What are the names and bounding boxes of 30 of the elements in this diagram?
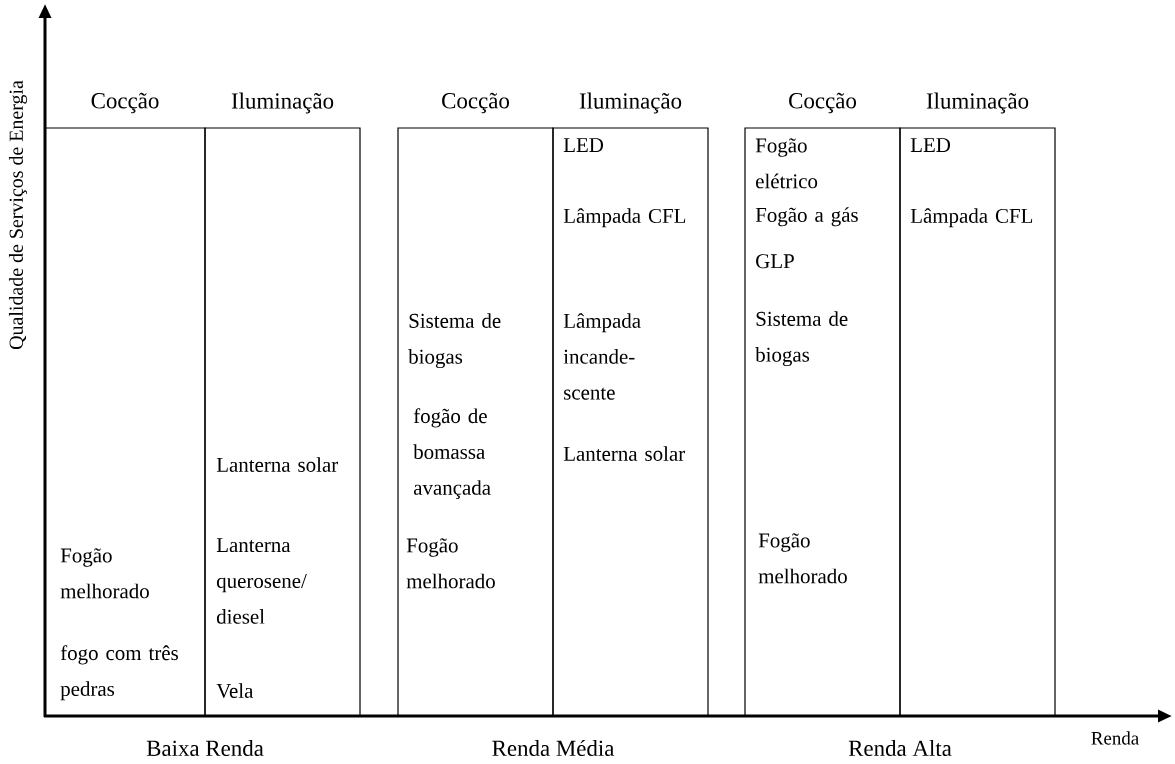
group-label: Renda Média (492, 739, 615, 757)
item-label: Fogão elétrico (755, 138, 818, 189)
column-heading: Iluminação (926, 92, 1029, 114)
axis-title: Qualidade de Serviços de Energia (8, 80, 28, 349)
axis-title: Renda (1091, 731, 1139, 745)
item-label: Lanterna solar (216, 457, 338, 472)
item-label: Fogão a gás (755, 207, 858, 227)
item-label: Sistema de biogas (408, 313, 501, 369)
group-label: Renda Alta (848, 739, 952, 757)
column-heading: Cocção (442, 92, 509, 114)
item-label: Lâmpada CFL (563, 208, 686, 228)
column-heading: Cocção (91, 92, 159, 114)
item-label: Lanterna solar (563, 446, 685, 461)
column-heading: Cocção (789, 92, 856, 114)
item-label: GLP (756, 254, 794, 269)
column-heading: Iluminação (579, 92, 682, 114)
item-label: LED (563, 138, 604, 152)
item-label: Vela (216, 683, 254, 698)
item-label: fogão de bomassa avançada (413, 408, 491, 500)
item-label: LED (910, 138, 951, 152)
item-label: Lâmpada incande- scente (563, 313, 641, 400)
group-label: Baixa Renda (146, 739, 264, 757)
item-label: fogo com três pedras (60, 645, 178, 701)
item-label: Fogão melhorado (60, 548, 149, 599)
item-label: Lanterna querosene/ diesel (216, 538, 307, 624)
item-label: Fogão melhorado (406, 538, 495, 589)
column-heading: Iluminação (231, 92, 334, 114)
item-label: Sistema de biogas (755, 311, 848, 367)
item-label: Lâmpada CFL (910, 208, 1033, 228)
item-label: Fogão melhorado (758, 533, 847, 584)
